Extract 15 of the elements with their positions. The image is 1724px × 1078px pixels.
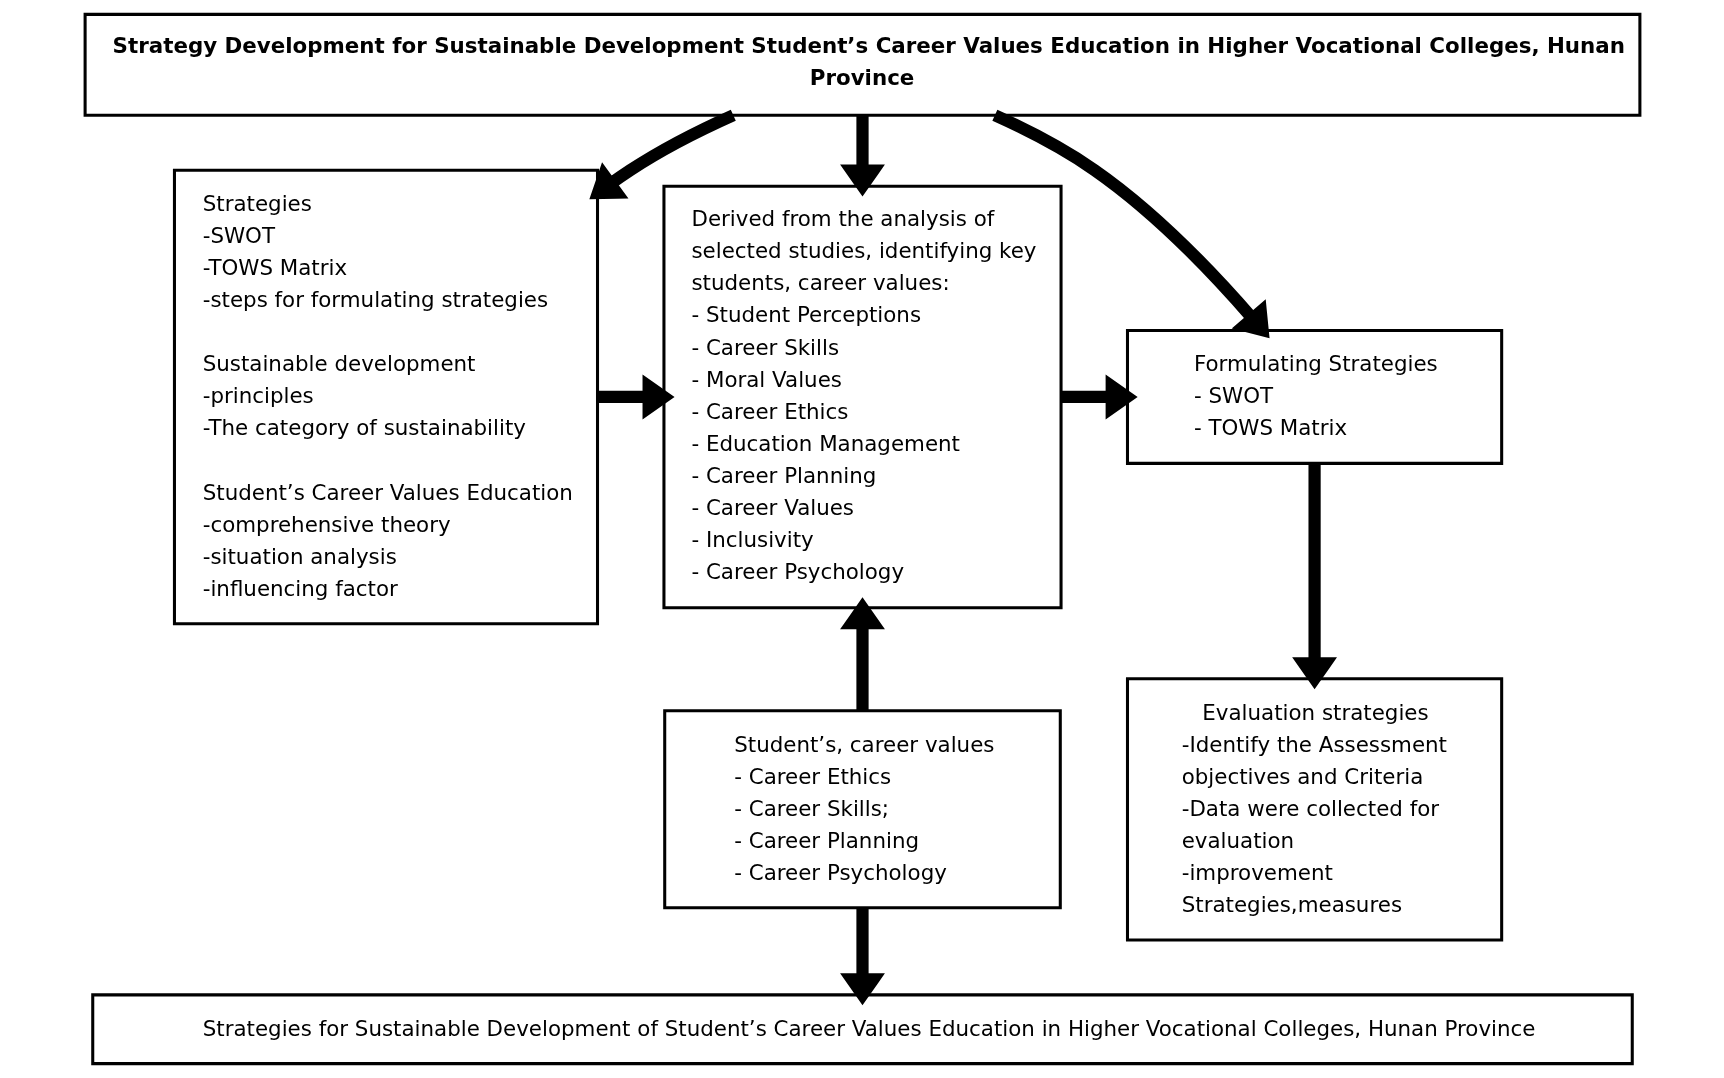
arrow <box>839 115 885 197</box>
arrow <box>1291 463 1337 690</box>
node-box: Formulating Strategies - SWOT - TOWS Matrix <box>1125 329 1503 465</box>
arrow <box>597 374 675 420</box>
node-box: Derived from the analysis of selected studies, identifying key students, career values: - Student Perceptions - Career Skills - Moral Values - Career Ethics - Education Management - Career Planning - Career Values - Inclusivity - Career Psychology <box>661 184 1063 610</box>
node-box: Strategies -SWOT -TOWS Matrix -steps for formulating strategies Sustainable development -principles -The category of sustainability Student’s Career Values Education -comprehensive theory -situation analysis -influencing factor <box>172 168 599 626</box>
arrow <box>839 907 885 1006</box>
arrow <box>1060 374 1138 420</box>
node-box: Student’s, career values - Career Ethics - Career Skills; - Career Planning - Career Psychology <box>662 709 1062 910</box>
arrow <box>991 109 1270 339</box>
node-box: Evaluation strategies -Identify the Assessment objectives and Criteria -Data were collected for evaluation -improvement Strategies,measures <box>1125 677 1503 942</box>
node-box: Strategies for Sustainable Development of Student’s Career Values Education in Higher Vocational Colleges, Hunan Province <box>90 993 1634 1066</box>
node-box: Strategy Development for Sustainable Development Student’s Career Values Education in Higher Vocational Colleges, Hunan Province <box>83 12 1641 117</box>
arrow <box>588 109 736 200</box>
arrow <box>839 597 885 711</box>
